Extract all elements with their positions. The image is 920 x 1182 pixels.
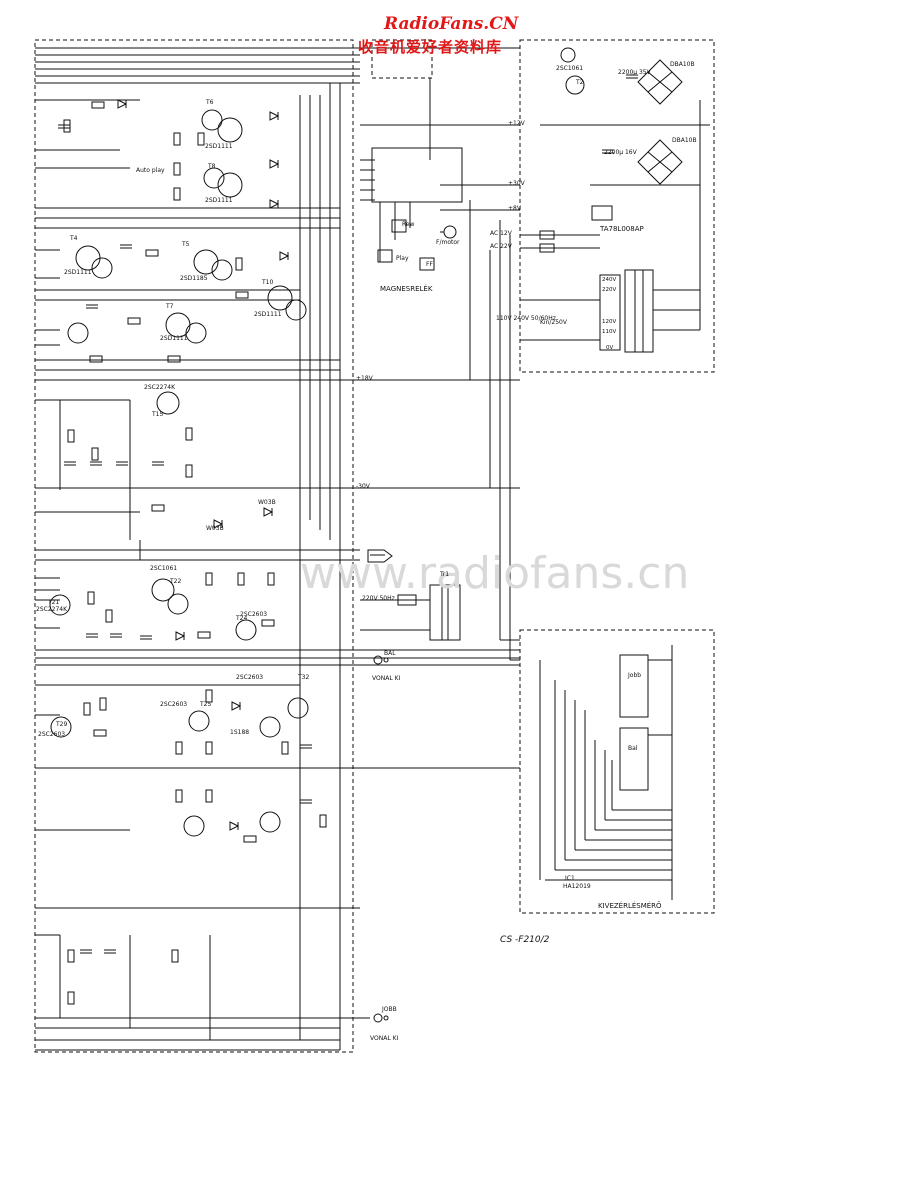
- rail-minus-30v: -30V: [356, 483, 370, 490]
- transistor-t8-type: 2SD1111: [205, 197, 233, 204]
- main-board-outline: [34, 39, 354, 1053]
- display-ics: [539, 645, 673, 900]
- rail-18v: +18V: [356, 375, 373, 382]
- bridge-1-label: DBA10B: [670, 61, 695, 68]
- transistor-t22-type: 2SC1061: [150, 565, 178, 572]
- display-block-label: KIVEZÉRLÉSMÉRŐ: [598, 902, 662, 910]
- relay-outline: [371, 39, 433, 79]
- transistor-t21-ref: T21: [48, 599, 60, 606]
- display-board-outline: [519, 629, 715, 914]
- transistor-t7-ref: T7: [166, 303, 174, 310]
- transistor-t10-type: 2SD1111: [254, 311, 282, 318]
- transistor-t22-ref: T22: [170, 578, 182, 585]
- transistor-t10-ref: T10: [262, 279, 274, 286]
- transistor-t2-type: 2SC1061: [556, 65, 584, 72]
- transistor-t25-ref: T25: [200, 701, 212, 708]
- tr1-label: Tr1: [440, 571, 450, 578]
- transistor-t29-type: 2SC2603: [38, 731, 66, 738]
- tap-240v: 240V: [602, 277, 617, 283]
- cap-c6-label: 2200μ 16V: [604, 149, 637, 156]
- display-ic-ref: IC1: [565, 875, 575, 882]
- site-name: RadioFans.CN: [384, 14, 519, 34]
- vertical-bus: [59, 83, 341, 1050]
- transformer-tr1: [397, 584, 461, 641]
- transistor-t5-type: 2SD1185: [180, 275, 208, 282]
- watermark: www.radiofans.cn: [300, 548, 690, 599]
- tap-0v: 0V: [606, 345, 614, 351]
- transistor-t32-ref: T32: [298, 674, 310, 681]
- transistor-t7-type: 2SD1111: [160, 335, 188, 342]
- tap-110v: 110V: [602, 329, 617, 335]
- transistor-t24-ref: T24: [236, 615, 248, 622]
- transistor-t4-type: 2SD1111: [64, 269, 92, 276]
- relay-switches: [371, 147, 463, 271]
- ff-label: FF: [426, 261, 433, 268]
- transistor-symbols: [49, 109, 309, 837]
- wiring: [34, 39, 715, 1053]
- output-jacks: [367, 549, 393, 1023]
- transistor-t4-ref: T4: [70, 235, 78, 242]
- transistor-t15-ref: T15: [152, 411, 164, 418]
- transistor-t25-type: 2SC2603: [160, 701, 188, 708]
- transistor-t29-ref: T29: [56, 721, 68, 728]
- line-out-label-1: VONAL KI: [372, 675, 401, 682]
- transistor-t21-type: 2SC2274K: [36, 606, 68, 613]
- transistor-t6-ref: T6: [206, 99, 214, 106]
- d27-label: W03B: [258, 499, 276, 506]
- power-supply-outline: [519, 39, 715, 373]
- mains-sel-label: 110V 240V 50/60Hz: [496, 315, 556, 322]
- ic-right-label: Bal: [628, 745, 638, 752]
- right-out-label: JOBB: [382, 1006, 397, 1013]
- main-cap-label: 2200μ 35V: [618, 69, 651, 76]
- rail-8v: +8V: [508, 205, 521, 212]
- rail-ac22v: AC 22V: [490, 243, 512, 250]
- diode-symbols: [117, 99, 290, 831]
- d29-label: 1S188: [230, 729, 250, 736]
- transistor-t15-type: 2SC2274K: [144, 384, 176, 391]
- rew-label: Rew: [402, 221, 415, 228]
- left-out-label: BAL: [384, 650, 396, 657]
- tap-120v: 120V: [602, 319, 617, 325]
- transistor-t6-type: 2SD1111: [205, 143, 233, 150]
- transistor-t8-ref: T8: [208, 163, 216, 170]
- tap-220v: 220V: [602, 287, 617, 293]
- transistor-t5-ref: T5: [182, 241, 190, 248]
- rail-ac12v: AC 12V: [490, 230, 512, 237]
- ic-left-label: Jobb: [628, 672, 642, 679]
- relay-block-label: MAGNESRELÉK: [380, 285, 433, 293]
- external-wires: [360, 47, 520, 661]
- display-ic-label: HA12019: [563, 883, 591, 890]
- play-label: Play: [396, 255, 409, 262]
- transistor-t2-ref: T2: [576, 79, 584, 86]
- auto-play-label: Auto play: [136, 167, 165, 174]
- rail-12v: +12V: [508, 120, 525, 127]
- transistor-t24-type: 2SC2603: [240, 611, 268, 618]
- site-slogan: 收音机爱好者资料库: [358, 38, 503, 56]
- capacitor-symbols: [58, 74, 638, 954]
- model-label: CS -F210/2: [500, 935, 550, 945]
- fmotor-label: F/motor: [436, 239, 460, 246]
- power-supply-circuit: [520, 47, 710, 353]
- bridge-2-label: DBA10B: [672, 137, 697, 144]
- pin-lines: [35, 47, 520, 1051]
- fuse-label: Kin/250V: [540, 319, 567, 326]
- transistor-t32-type: 2SC2603: [236, 674, 264, 681]
- power-ic-label: TA78L008AP: [600, 225, 644, 233]
- mains-in-label: 220V 50Hz: [362, 595, 395, 602]
- rail-30v: +30V: [508, 180, 525, 187]
- resistor-symbols: [63, 101, 327, 1005]
- line-out-label-2: VONAL KI: [370, 1035, 399, 1042]
- d28-label: W03B: [206, 525, 224, 532]
